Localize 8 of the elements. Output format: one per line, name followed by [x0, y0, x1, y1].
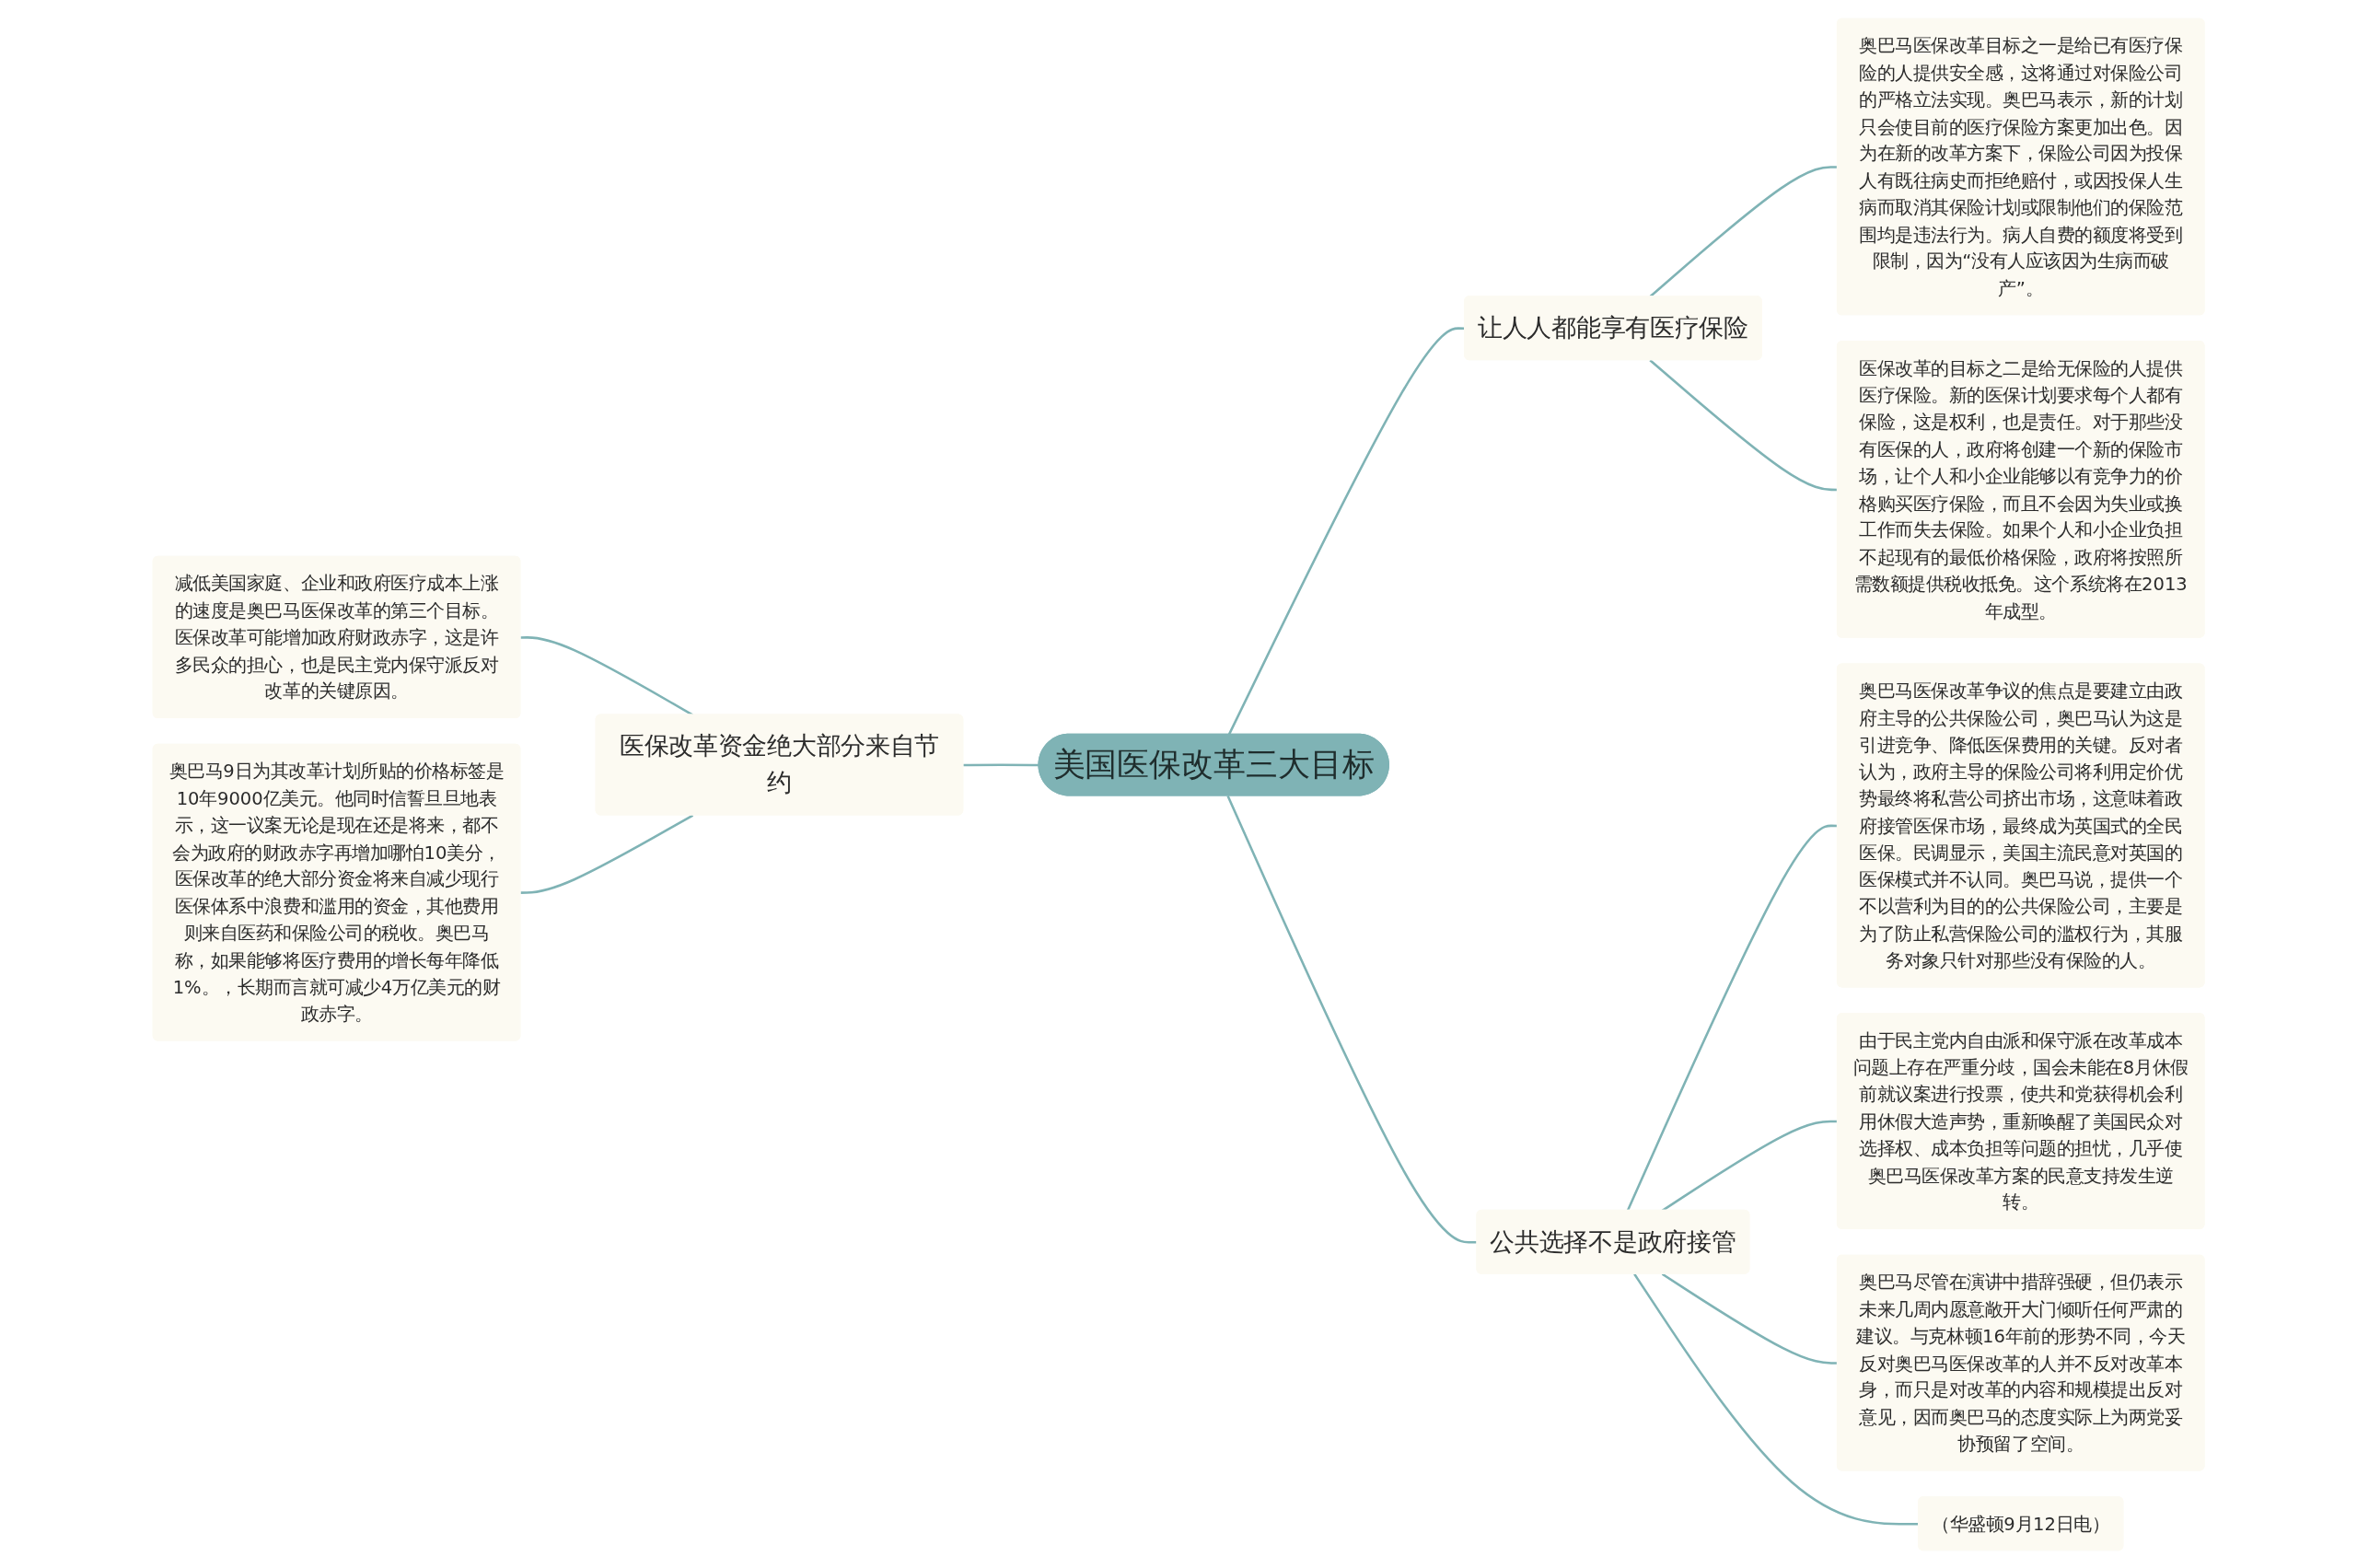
- connector: [1661, 1272, 1838, 1365]
- connector: [1649, 165, 1838, 297]
- connector: [520, 813, 693, 894]
- connector: [1227, 326, 1465, 735]
- connector: [1626, 824, 1838, 1211]
- mind-map: 美国医保改革三大目标 让人人都能享有医疗保险 奥巴马医保改革目标之一是给已有医疗保险的人提供安全感，这将通过对保险公司的严格立法实现。奥巴马表示，新的计划只会使目前的医疗保险方案更加出色。因为在新的改革方案下，保险公司因为投保人有既往病史而拒绝赔付，或因投保人生病而取消其保险计划或限制他们的保险范围均是违法行为。病人自费的额度将受到限制，因为“没有人应该因为生病而破产”。 医保改革的目标之二是给无保险的人提供医疗保险。新的医保计划要求每个人都有保险，这是权利，也是责任。对于那些没有医保的人，政府将创建一个新的保险市场，让个人和小企业能够以有竞争力的价格购买医疗保险，而且不会因为失业或换工作而失去保险。如果个人和小企业负担不起现有的最低价格保险，政府将按照所需数额提供税收抵免。这个系统将在2013年成型。 医保改革资金绝大部分来自节约 减低美国家庭、企业和政府医疗成本上涨的速度是奥巴马医保改革的第三个目标。医保改革可能增加政府财政赤字，这是许多民众的担心，也是民主党内保守派反对改革的关键原因。 奥巴马9日为其改革计划所贴的价格标签是10年9000亿美元。他同时信誓旦旦地表示，这一议案无论是现在还是将来，都不会为政府的财政赤字再增加哪怕10美分，医保改革的绝大部分资金将来自减少现行医保体系中浪费和滥用的资金，其他费用则来自医药和保险公司的税收。奥巴马称，如果能够将医疗费用的增长每年降低1%。，长期而言就可减少4万亿美元的财政赤字。 公共选择不是政府接管 奥巴马医保改革争议的焦点是要建立由政府主导的公共保险公司，奥巴马认为这是引进竞争、降低医保费用的关键。反对者认为，政府主导的保险公司将利用定价优势最终将私营公司挤出市场，这意味着政府接管医保市场，最终成为英国式的全民医保。民调显示，美国主流民意对英国的医保模式并不认同。奥巴马说，提供一个不以营利为目的的公共保险公司，主要是为了防止私营保险公司的滥权行为，其服务对象只针对那些没有保险的人。 由于民主党内自由派和保守派在改革成本问题上存在严重分歧，国会未能在8月休假前就议案进行投票，使共和党获得机会利用休假大造声势，重新唤醒了美国民众对选择权、成本负担等问题的担忧，几乎使奥巴马医保改革方案的民意支持发生逆转。 奥巴马尽管在演讲中措辞强硬，但仍表示未来几周内愿意敞开大门倾听任何严肃的建议。与克林顿16年前的形势不同，今天反对奥巴马医保改革的人并不反对改革本身，而只是对改革的内容和规模提出反对意见，因而奥巴马的态度实际上为两党妥协预留了空间。 （华盛顿9月12日电）: [145, 10, 2212, 1558]
- connector: [1649, 358, 1838, 491]
- connector: [1632, 1272, 1919, 1526]
